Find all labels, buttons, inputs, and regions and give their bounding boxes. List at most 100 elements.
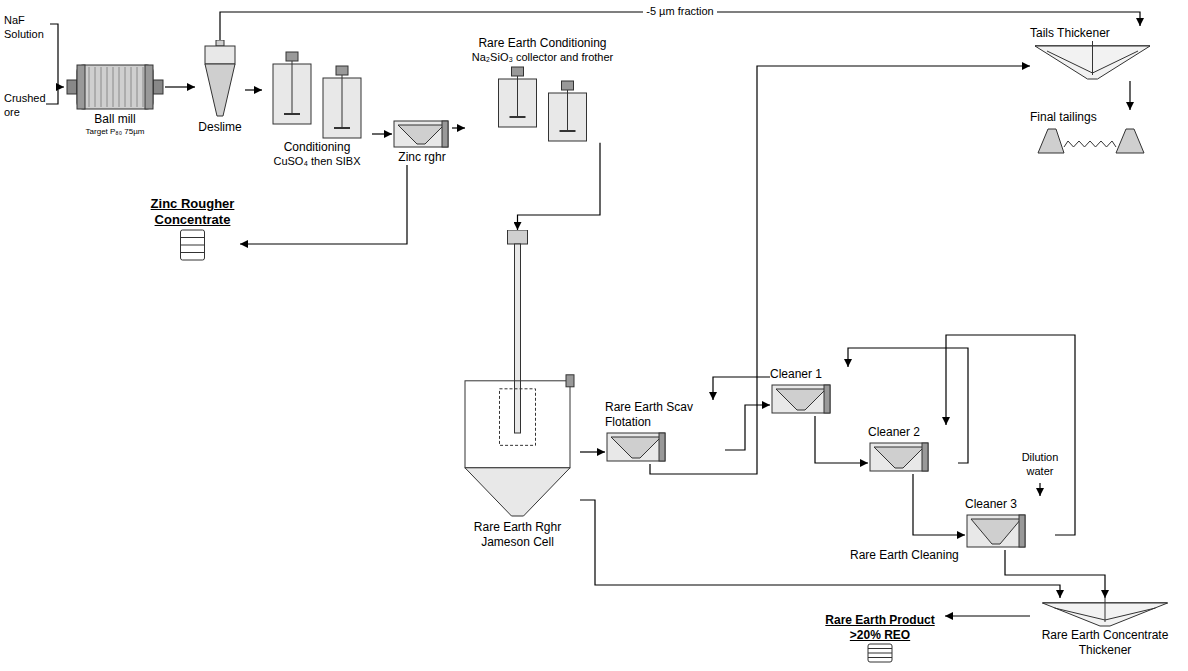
equipment-label: Zinc Rougher Concentrate [145, 196, 240, 229]
equipment-label: Cleaner 2 [868, 425, 958, 440]
drum-icon [815, 643, 945, 663]
jameson-icon [455, 230, 580, 520]
flow-line [518, 143, 601, 230]
mill-part [137, 67, 138, 107]
equipment-label: Rare Earth Conditioning [465, 36, 620, 51]
drum-part [181, 230, 205, 260]
jameson-part [465, 381, 570, 468]
flotation-cell: Cleaner 1 [770, 367, 860, 416]
tanks-part [567, 89, 568, 131]
cell-part [824, 385, 830, 413]
mill-part [145, 65, 153, 109]
feed-line [50, 24, 64, 87]
dam-part [1038, 129, 1064, 153]
thickener-part [1093, 51, 1139, 73]
tanks-part [284, 113, 300, 115]
mill-part [101, 67, 102, 107]
mill-part [95, 67, 96, 107]
mill-part [153, 80, 163, 94]
thickener: Rare Earth Concentrate Thickener [1030, 598, 1180, 658]
flotation-cell: Rare Earth Scav Flotation [605, 400, 725, 464]
stream-label: Crushed ore [4, 92, 46, 120]
thickener-icon [1030, 41, 1155, 81]
flow-line [1129, 81, 1130, 110]
mill-icon [65, 62, 165, 112]
drum-part [868, 653, 892, 654]
cyclone-icon [195, 40, 245, 120]
drum-part [181, 237, 205, 238]
equipment-label: Rare Earth Rghr Jameson Cell [455, 520, 580, 550]
tanks-icon [465, 65, 620, 143]
flow-line [580, 500, 1060, 598]
flow-line [372, 133, 392, 134]
jameson-cell: Rare Earth Rghr Jameson Cell [455, 230, 580, 550]
flow-line [725, 405, 770, 450]
drum-part [868, 644, 892, 662]
product-drum: Zinc Rougher Concentrate [145, 196, 240, 261]
mill-part [125, 67, 126, 107]
jameson-part [500, 389, 536, 446]
equipment-label: CuSO₄ then SIBX [262, 155, 372, 169]
equipment-label: Final tailings [1030, 110, 1155, 125]
cell-icon [605, 430, 725, 464]
equipment-label: Target P₈₀ 75µm [65, 127, 165, 137]
mill-part [143, 67, 144, 107]
cell-part [874, 447, 924, 468]
equipment-label: Tails Thickener [1030, 26, 1155, 41]
drum-part [868, 657, 892, 658]
cell-part [870, 443, 928, 471]
equipment-label: Cleaner 3 [965, 497, 1055, 512]
cell-part [971, 519, 1021, 544]
cell-part [394, 121, 448, 147]
tanks-part [560, 130, 576, 132]
dam-part [1064, 141, 1116, 147]
tanks-part [517, 75, 518, 117]
cell-part [776, 389, 826, 410]
cell-icon [770, 382, 860, 416]
jameson-part [508, 230, 528, 244]
flotation-cell: Cleaner 3 [965, 497, 1055, 550]
product-drum: Rare Earth Product>20% REO [815, 613, 945, 663]
jameson-part [465, 468, 570, 516]
mill-part [113, 67, 114, 107]
water-line [1039, 483, 1040, 496]
flow-line [713, 377, 770, 400]
conditioning-tanks: Rare Earth ConditioningNa₂SiO₃ collector… [465, 36, 620, 143]
equipment-label: Deslime [195, 120, 245, 135]
thickener-part [1105, 608, 1156, 620]
cyclone-part [205, 46, 235, 64]
cyclone-part [205, 64, 235, 116]
jameson-part [566, 375, 574, 387]
equipment-label: Ball mill [65, 112, 165, 127]
thickener-part [1047, 51, 1093, 73]
drum-icon [145, 229, 240, 261]
tanks-part [512, 67, 524, 76]
flow-line [946, 335, 1075, 535]
tanks-part [342, 74, 343, 128]
mill-part [67, 80, 77, 94]
tanks-part [286, 52, 298, 61]
cell-part [659, 433, 665, 461]
equipment-label: Rare Earth Concentrate Thickener [1030, 628, 1180, 658]
equipment-label: Cleaner 1 [770, 367, 860, 382]
tanks-part [510, 116, 526, 118]
flotation-cell: Cleaner 2 [868, 425, 958, 474]
cell-part [607, 433, 665, 461]
thickener-part [1105, 598, 1106, 622]
flow-line [650, 66, 1030, 474]
jameson-part [515, 244, 521, 433]
flow-line [945, 615, 1030, 616]
cell-part [967, 515, 1025, 547]
cell-part [611, 437, 661, 458]
cell-icon [868, 440, 958, 474]
cell-part [442, 121, 448, 147]
tanks-icon [262, 50, 372, 140]
tailings-dam: Final tailings [1030, 110, 1155, 155]
cell-part [1019, 515, 1025, 547]
drum-part [868, 648, 892, 649]
equipment-label: Conditioning [262, 140, 372, 155]
flow-line [815, 416, 868, 463]
stream-label: Rare Earth Cleaning [850, 548, 970, 563]
tanks-part [334, 127, 350, 129]
flow-line [245, 89, 262, 90]
